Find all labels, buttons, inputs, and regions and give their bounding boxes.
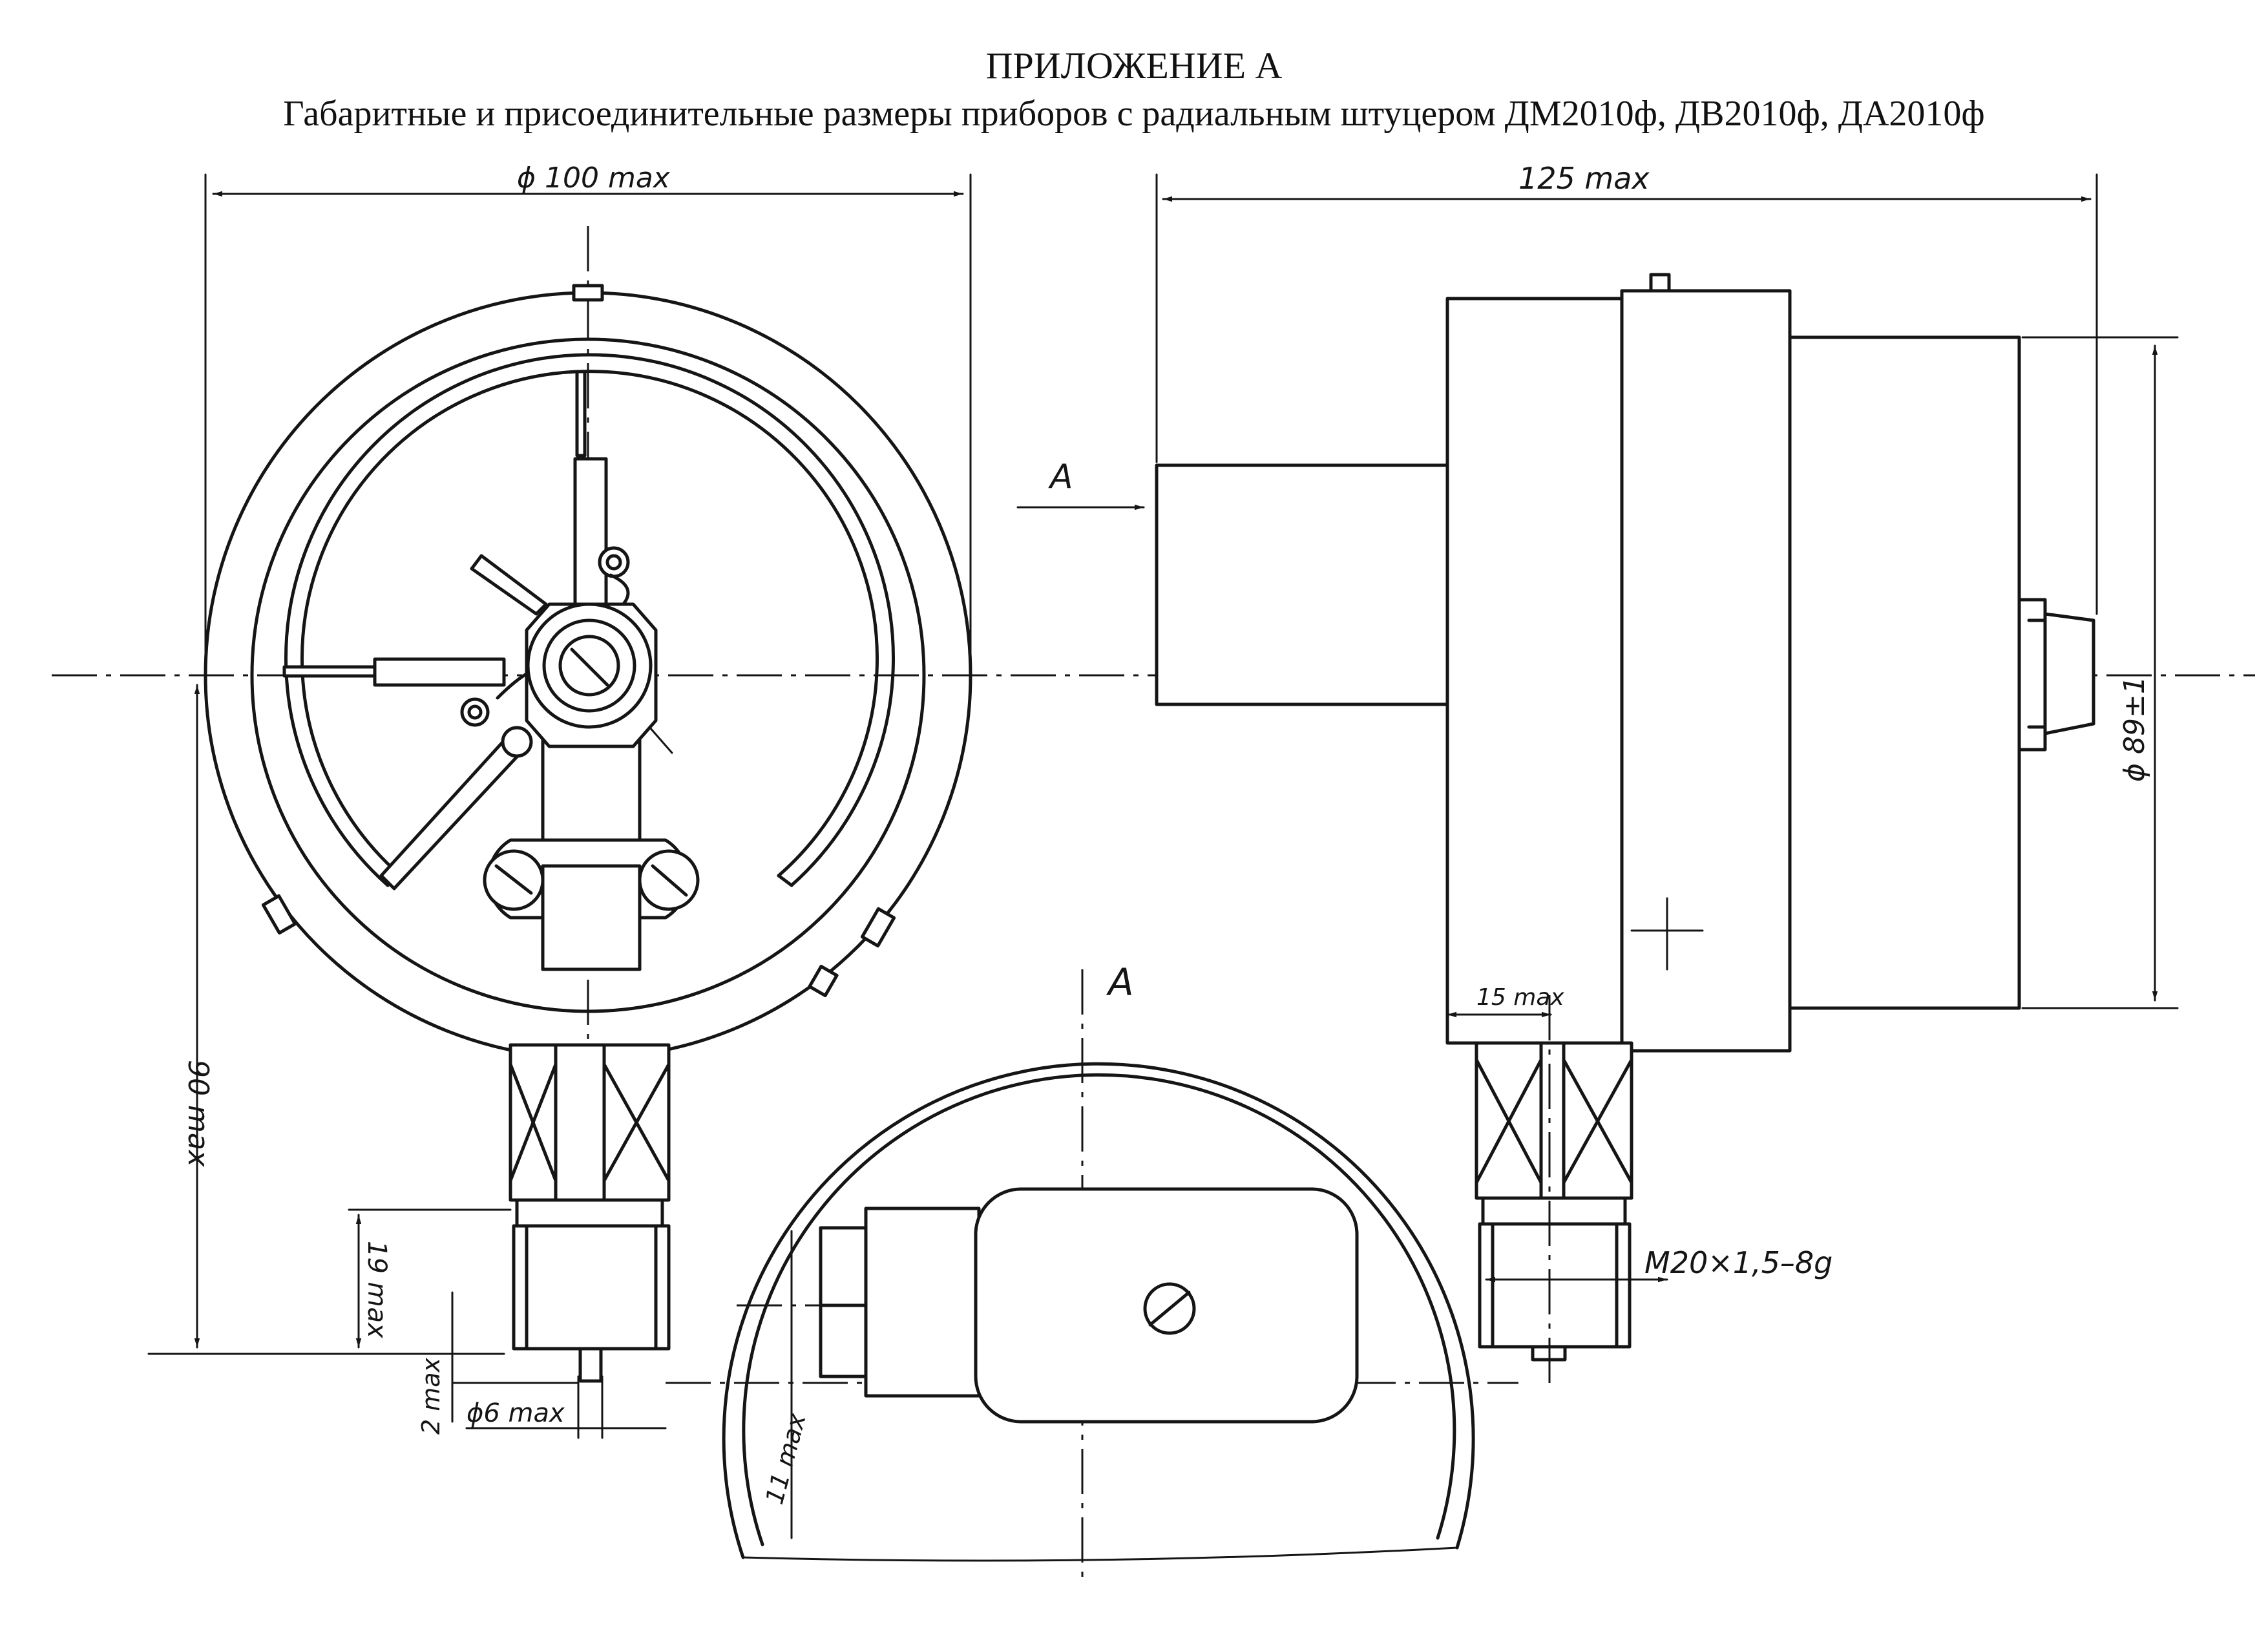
plate-screw-left-slot xyxy=(494,864,533,895)
dim-connector-label: 11 max xyxy=(760,1410,812,1507)
top-tab xyxy=(572,284,604,302)
lower-screw xyxy=(501,726,533,758)
side-cross-1b xyxy=(1475,1058,1543,1185)
view-a-inner-arc xyxy=(742,1073,1456,1546)
center-screw-slot xyxy=(570,648,609,687)
fitting-pin xyxy=(578,1347,603,1383)
upper-screw-head xyxy=(605,554,622,571)
upper-needle xyxy=(575,370,587,458)
upper-contact-arm xyxy=(573,457,608,629)
view-a-break-line xyxy=(742,1546,1458,1562)
dim-height-label: 90 max xyxy=(182,1060,215,1168)
side-view: A 125 max xyxy=(1016,161,2179,1389)
left-screw-head xyxy=(467,704,483,720)
title-block: ПРИЛОЖЕНИЕ А Габаритные и присоединитель… xyxy=(0,43,2268,138)
dim-thread-label: M20×1,5–8g xyxy=(1644,1245,1832,1280)
side-fitting-neck xyxy=(1481,1196,1627,1226)
front-view: ϕ 100 max 90 max 19 max 2 max ϕ6 max xyxy=(52,162,2255,1439)
bracket-lower xyxy=(541,864,642,971)
leader-line xyxy=(648,726,673,754)
connector-screw-slot xyxy=(1148,1291,1191,1327)
adjust-knob xyxy=(2043,612,2095,735)
rear-housing xyxy=(1155,463,1449,706)
view-a: A 11 max xyxy=(666,960,1518,1577)
connector-plug xyxy=(819,1226,871,1378)
side-tab-bottom xyxy=(808,964,839,998)
view-a-label: A xyxy=(1106,960,1134,1004)
dim-pin-label: ϕ6 max xyxy=(467,1398,565,1428)
side-tab-left xyxy=(261,894,297,935)
side-top-tab xyxy=(1649,273,1671,293)
fitting-hex-body xyxy=(509,1043,671,1202)
appendix-heading: ПРИЛОЖЕНИЕ А xyxy=(985,45,1283,87)
fitting-thread xyxy=(512,1224,671,1351)
side-fitting-hex xyxy=(1475,1041,1633,1200)
left-contact-arm xyxy=(373,657,506,687)
view-a-outer-arc xyxy=(722,1062,1475,1559)
dim-nut-label: 15 max xyxy=(1476,984,1564,1011)
glass-cover xyxy=(1788,335,2021,1010)
drawing-caption: Габаритные и присоединительные размеры п… xyxy=(283,94,1985,134)
fitting-cross-2b xyxy=(602,1062,671,1183)
dial-arc-inner xyxy=(300,370,879,878)
plate-screw-right-slot xyxy=(651,864,688,897)
upper-left-lever xyxy=(470,554,548,616)
side-tab-right xyxy=(860,907,896,948)
dim-offset-label: 2 max xyxy=(417,1357,445,1435)
dim-diameter-label: ϕ 100 max xyxy=(517,162,671,195)
dial-arc-outer xyxy=(284,353,895,887)
side-cross-2b xyxy=(1562,1058,1633,1185)
side-fitting-thread xyxy=(1478,1222,1632,1349)
dim-body-label: ϕ 89±1 xyxy=(2118,676,2151,782)
adjust-knob-base xyxy=(2017,598,2047,752)
fitting-cross-1b xyxy=(509,1062,558,1183)
dim-length-label: 125 max xyxy=(1518,161,1650,196)
left-needle xyxy=(282,665,377,678)
connector-housing xyxy=(864,1207,981,1398)
bezel-circle xyxy=(250,337,926,1013)
bezel-ring xyxy=(1620,289,1792,1053)
fitting-neck xyxy=(515,1198,664,1228)
view-arrow-label: A xyxy=(1048,458,1073,496)
case-body xyxy=(1445,297,1624,1045)
dim-fitting-label: 19 max xyxy=(362,1241,392,1338)
